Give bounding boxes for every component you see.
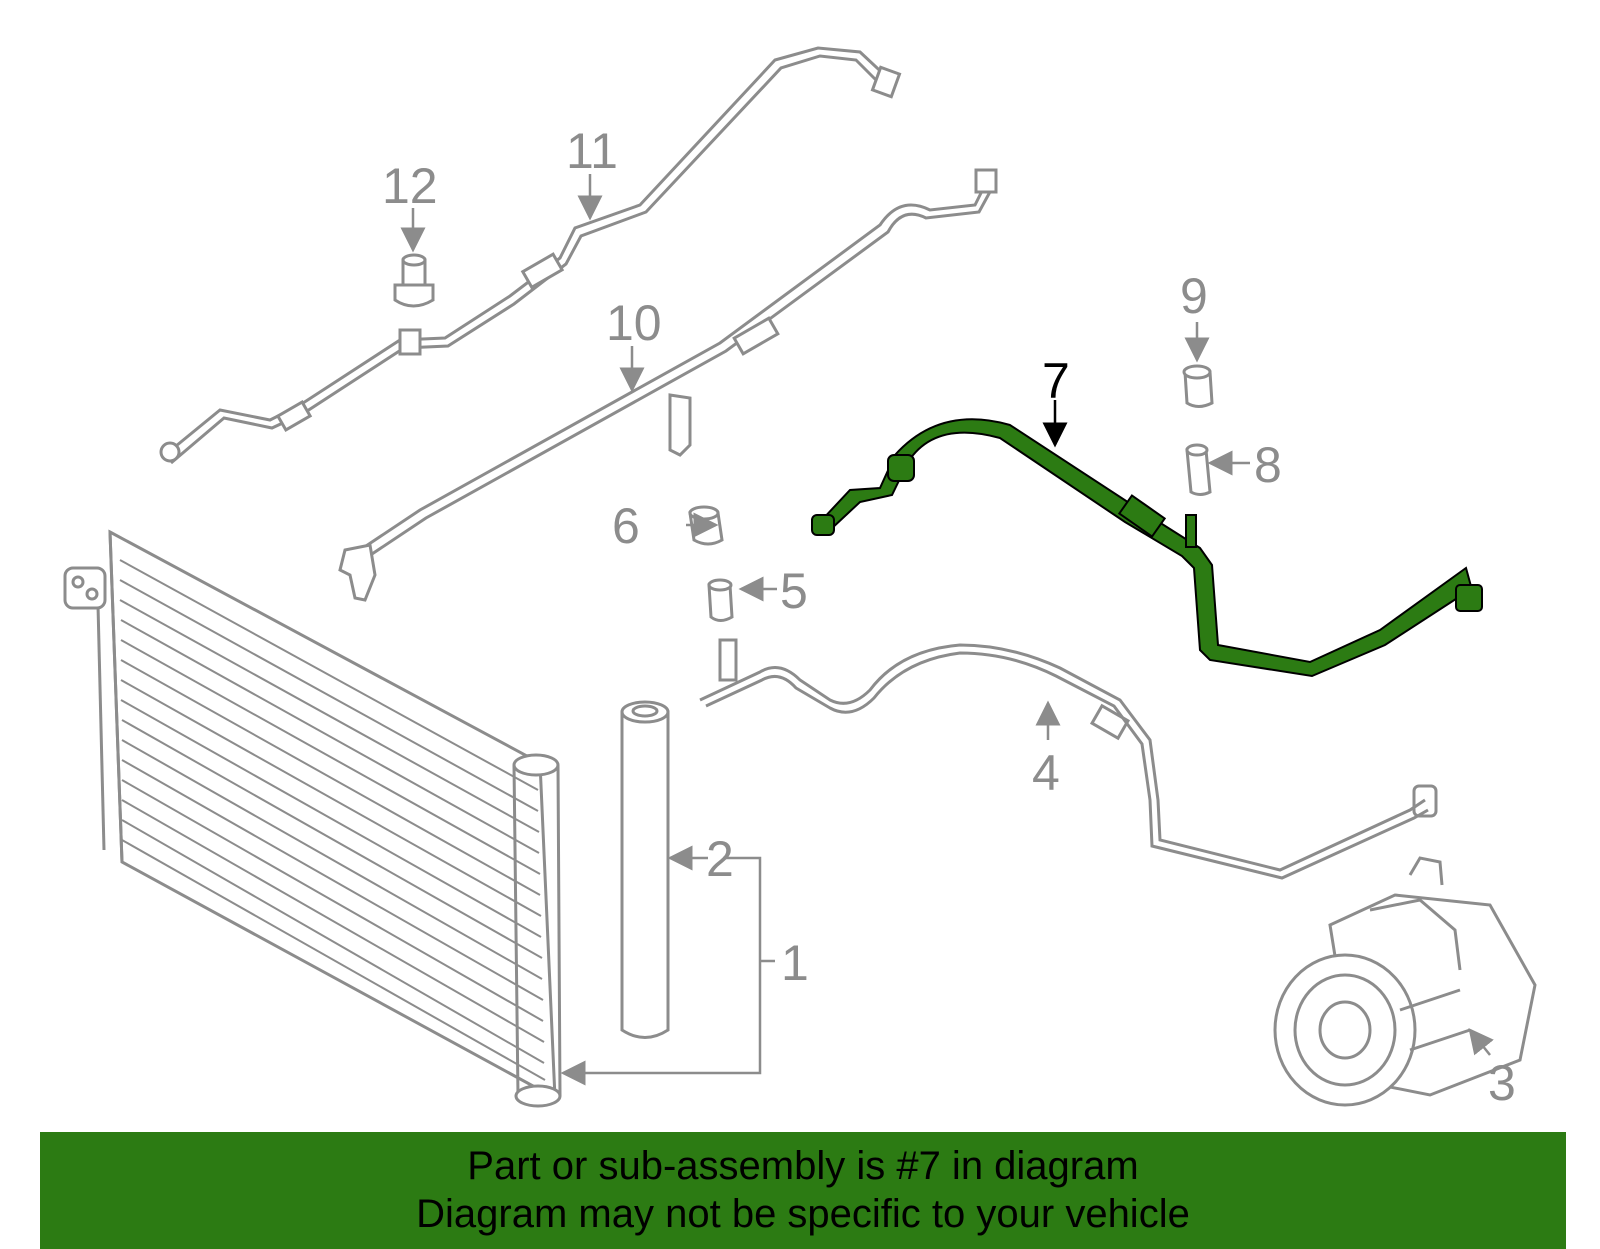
banner-line-1: Part or sub-assembly is #7 in diagram [467, 1144, 1139, 1188]
banner-line-2: Diagram may not be specific to your vehi… [416, 1192, 1190, 1236]
callout-6: 6 [612, 498, 640, 554]
line-part-4 [699, 638, 1438, 880]
callout-12: 12 [382, 158, 438, 214]
callout-1: 1 [781, 935, 809, 991]
callout-7: 7 [1042, 353, 1070, 409]
line-part-11 [159, 46, 902, 465]
callout-8: 8 [1254, 437, 1282, 493]
line-part-10 [338, 168, 998, 602]
drier-part [620, 700, 670, 1039]
condenser-part [63, 529, 562, 1108]
highlighted-hose-part-7 [811, 418, 1483, 678]
callout-leaders [400, 174, 1494, 1086]
info-banner: Part or sub-assembly is #7 in diagram Di… [40, 1132, 1566, 1249]
callout-11: 11 [566, 123, 618, 179]
compressor-part [1273, 856, 1537, 1107]
callout-4: 4 [1032, 745, 1060, 801]
callout-10: 10 [606, 295, 662, 351]
callout-3: 3 [1488, 1055, 1516, 1111]
callout-2: 2 [706, 831, 734, 887]
callout-9: 9 [1180, 268, 1208, 324]
callout-5: 5 [780, 563, 808, 619]
